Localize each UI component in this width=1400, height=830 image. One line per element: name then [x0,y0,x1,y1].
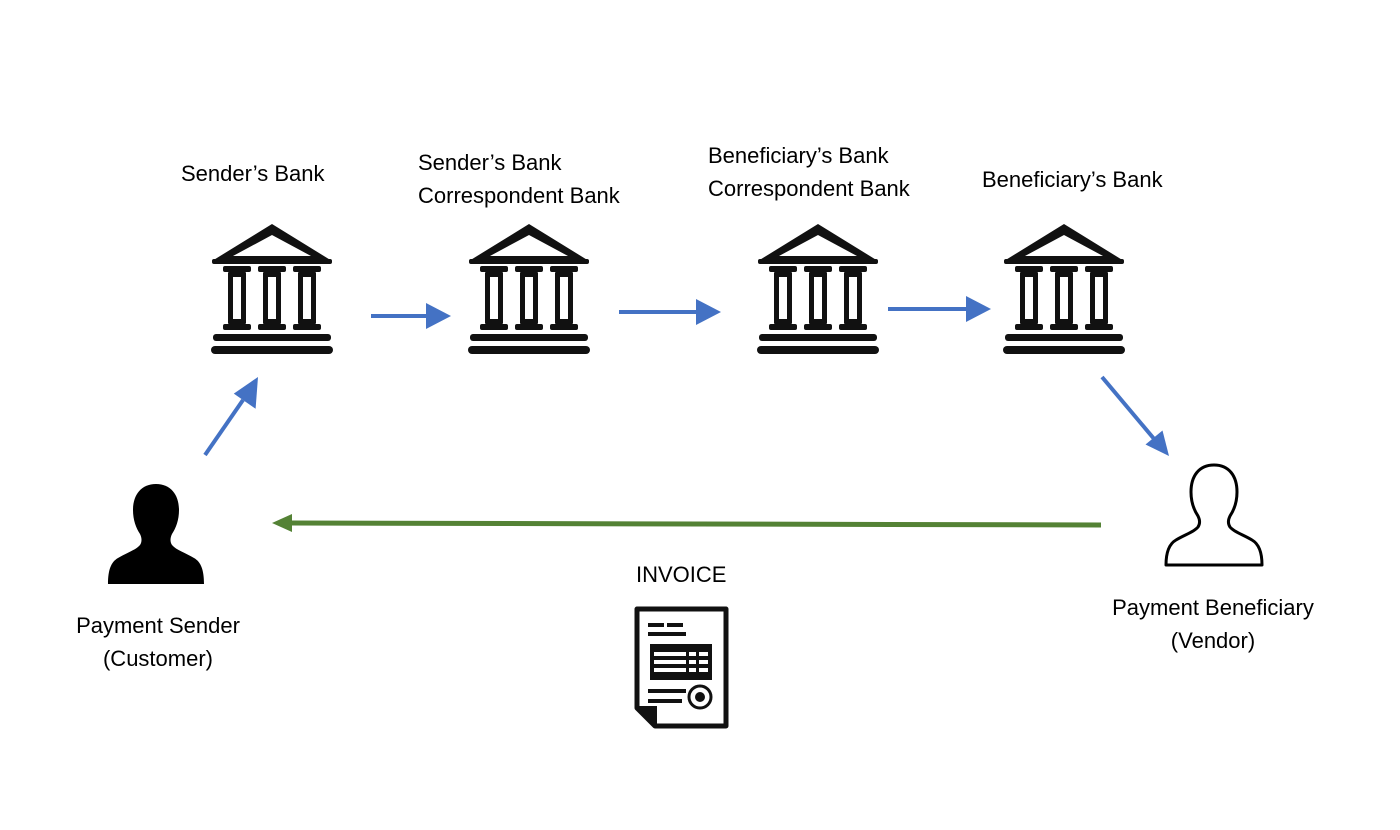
senders-correspondent-bank-label: Sender’s Bank Correspondent Bank [418,150,620,208]
beneficiary-bank-label: Beneficiary’s Bank [982,167,1163,192]
beneficiary-correspondent-bank-label: Beneficiary’s Bank Correspondent Bank [708,143,910,201]
invoice-label: INVOICE [636,562,727,587]
person-filled-icon [108,484,204,584]
bank-icon [1003,224,1125,354]
invoice-document-icon [634,606,729,729]
arrow-senders-bank-to-correspondent [371,303,451,329]
bank-icon [211,224,333,354]
senders-bank-label: Sender’s Bank [181,161,325,186]
payment-sender-label: Payment Sender (Customer) [76,613,240,671]
arrow-correspondent-to-beneficiary-correspondent [619,299,721,325]
person-outline-icon [1164,463,1264,567]
arrow-beneficiary-correspondent-to-beneficiary-bank [888,296,991,322]
bank-icon [757,224,879,354]
arrow-beneficiary-bank-to-vendor [1100,375,1169,456]
payment-beneficiary-label: Payment Beneficiary (Vendor) [1112,595,1314,653]
bank-icon [468,224,590,354]
arrow-invoice-vendor-to-customer [272,514,1102,532]
arrow-customer-to-senders-bank [203,377,258,457]
